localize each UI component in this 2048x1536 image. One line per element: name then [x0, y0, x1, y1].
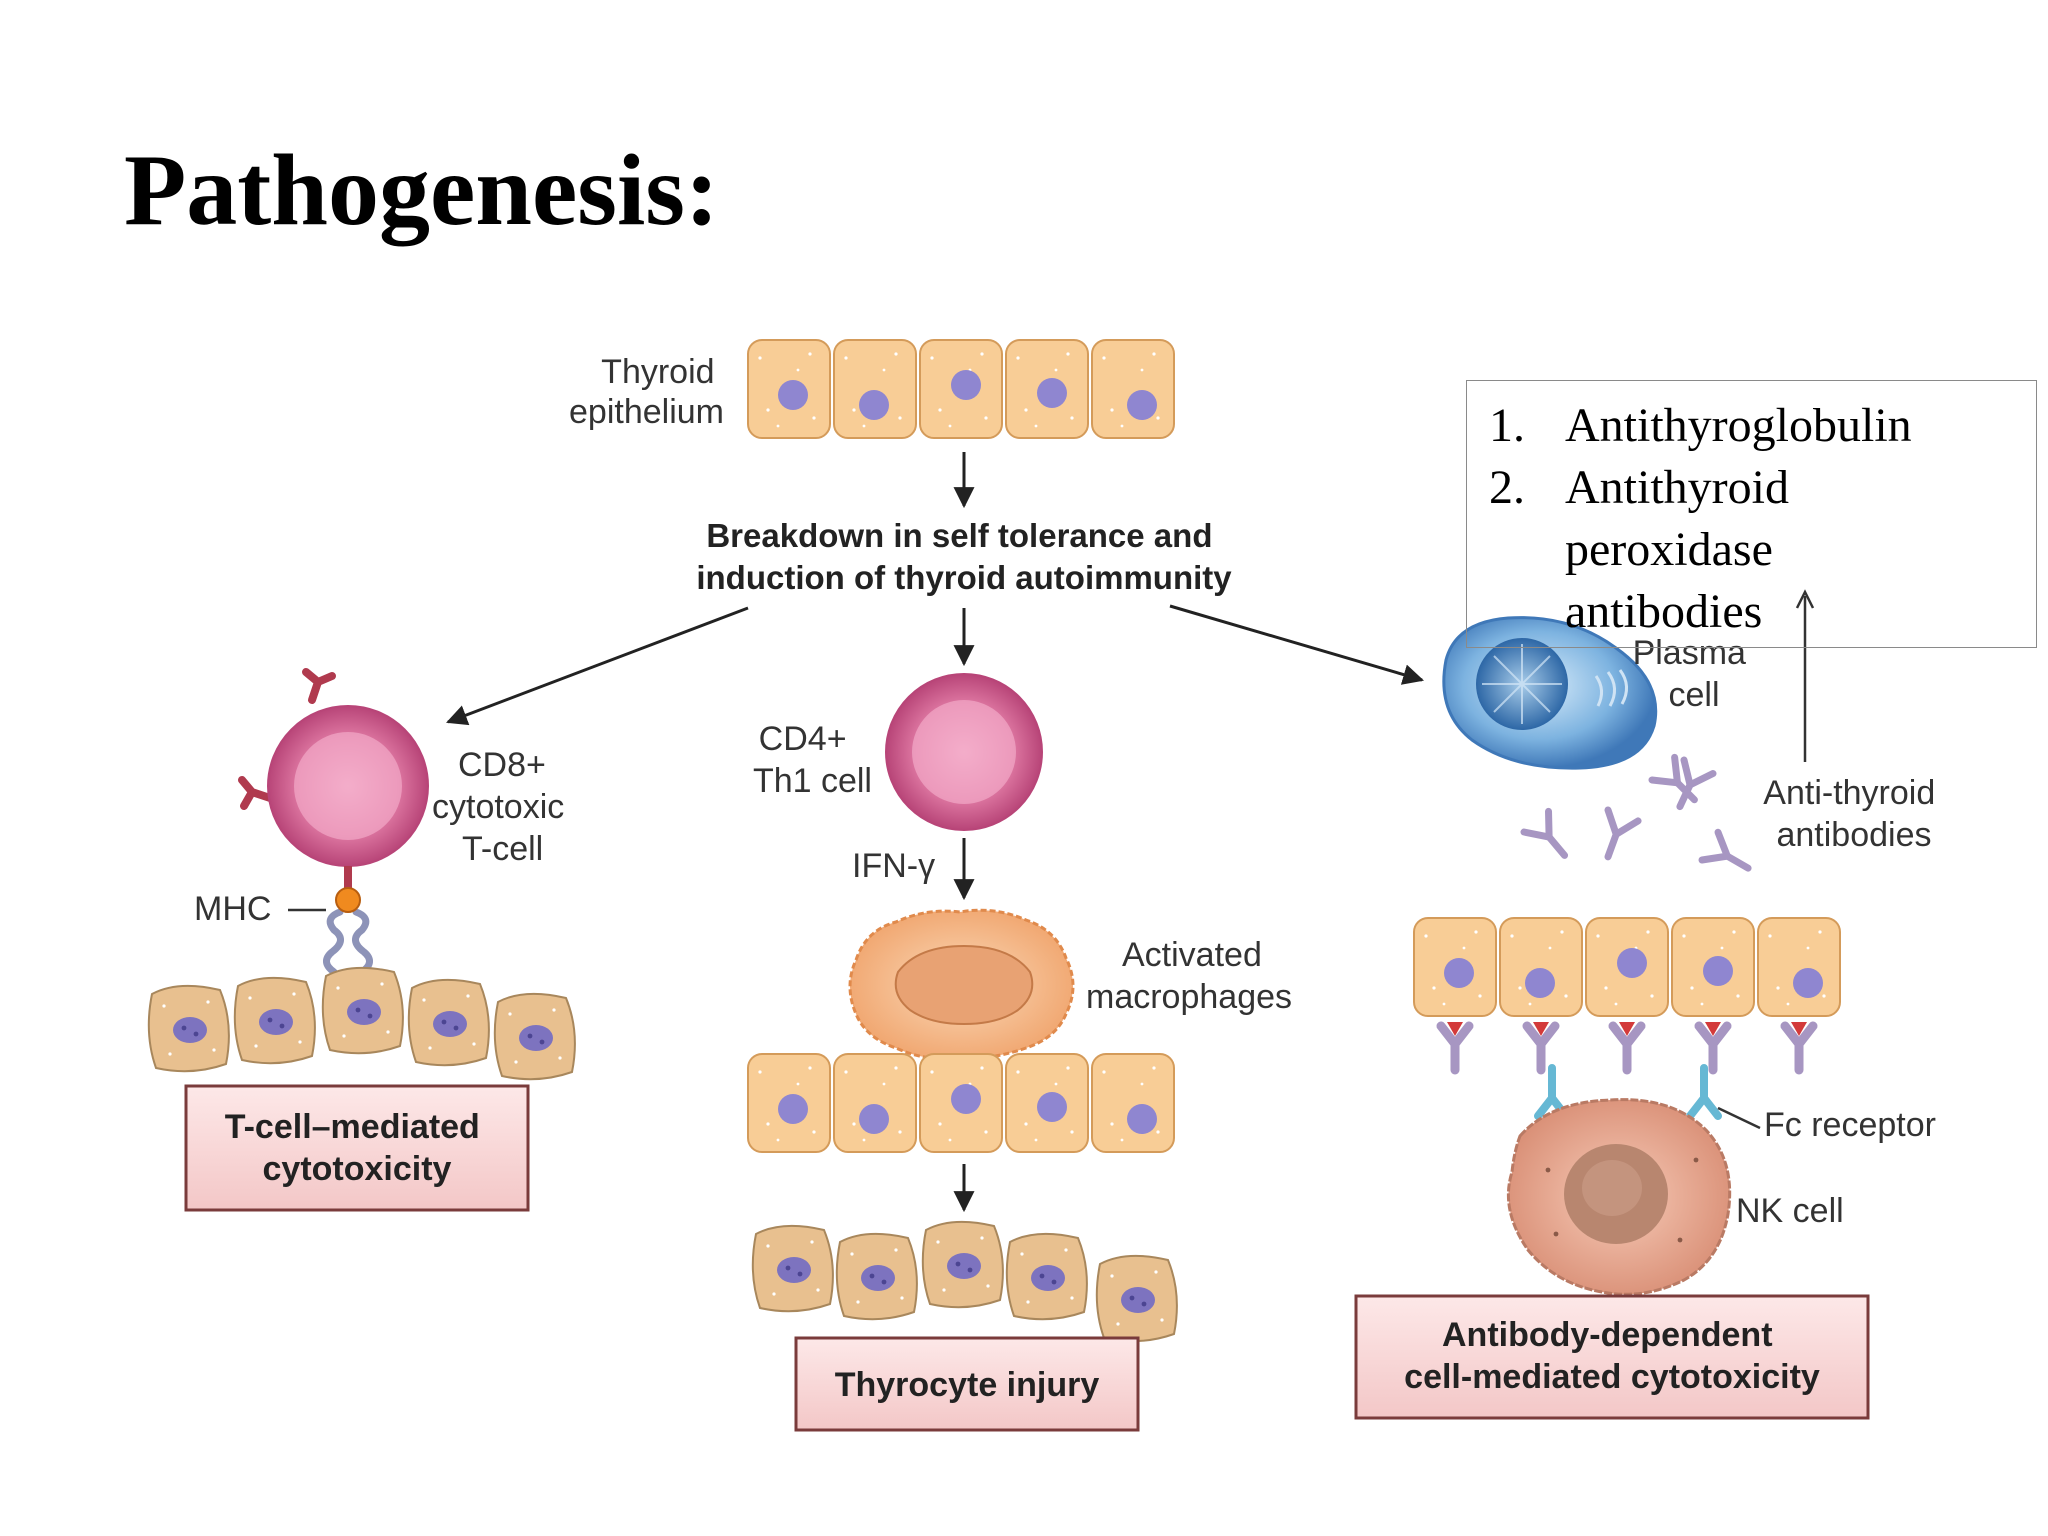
- nk-cell-label: NK cell: [1736, 1192, 1844, 1230]
- thyroid-epithelium-top: [747, 339, 1175, 439]
- antibody-list-item: 1. Antithyroglobulin: [1489, 399, 1912, 452]
- arrow-to-plasma: [1169, 604, 1425, 685]
- fc-receptor-label: Fc receptor: [1764, 1106, 1936, 1144]
- antibody-list: 1. Antithyroglobulin 2. Antithyroid pero…: [1467, 395, 2036, 643]
- thyroid-epithelium-label: Thyroid epithelium: [569, 353, 724, 431]
- thyroid-epithelium-right: [1413, 917, 1841, 1017]
- damaged-epithelium-middle: [751, 1220, 1178, 1343]
- adcc-box: Antibody-dependent cell-mediated cytotox…: [1354, 1294, 1870, 1420]
- antibody-list-box: 1. Antithyroglobulin 2. Antithyroid pero…: [1466, 380, 2037, 648]
- bound-antibodies: [1441, 1022, 1813, 1070]
- damaged-epithelium-left: [147, 966, 576, 1081]
- antibody-list-item: 2. Antithyroid peroxidase antibodies: [1489, 461, 1789, 638]
- plasma-cell-label: Plasma cell: [1633, 634, 1756, 714]
- svg-text:Thyrocyte injury: Thyrocyte injury: [835, 1366, 1100, 1404]
- nk-cell: [1506, 1098, 1732, 1296]
- cd8-tcell: [238, 668, 429, 888]
- ifn-label: IFN-γ: [852, 847, 935, 885]
- tcell-cytotoxicity-box: T-cell–mediated cytotoxicity: [184, 1084, 530, 1212]
- breakdown-label: Breakdown in self tolerance and inductio…: [696, 517, 1232, 596]
- mhc-molecule: [323, 887, 373, 976]
- cd4-th1-cell: [885, 673, 1043, 831]
- slide-title: Pathogenesis:: [124, 134, 719, 247]
- plasma-cell: [1442, 616, 1658, 770]
- arrow-to-cd8: [446, 606, 749, 726]
- cd4-label: CD4+ Th1 cell: [753, 720, 872, 800]
- floating-antibodies: [1524, 757, 1756, 882]
- thyrocyte-injury-box: Thyrocyte injury: [794, 1336, 1140, 1432]
- svg-text:Antibody-dependent cel: Antibody-dependent cell-mediated cytotox…: [1404, 1316, 1820, 1396]
- anti-thyroid-antibodies-label: Anti-thyroid antibodies: [1763, 774, 1944, 854]
- macrophage-label: Activated macrophages: [1086, 936, 1292, 1016]
- thyroid-epithelium-middle: [747, 1053, 1175, 1153]
- activated-macrophage: [848, 908, 1075, 1061]
- cd8-label: CD8+ cytotoxic T-cell: [432, 746, 574, 868]
- svg-text:T-cell–mediated cytoto: T-cell–mediated cytotoxicity: [225, 1108, 490, 1188]
- fc-receptor-pointer: [1717, 1106, 1761, 1130]
- mhc-label: MHC: [194, 890, 271, 928]
